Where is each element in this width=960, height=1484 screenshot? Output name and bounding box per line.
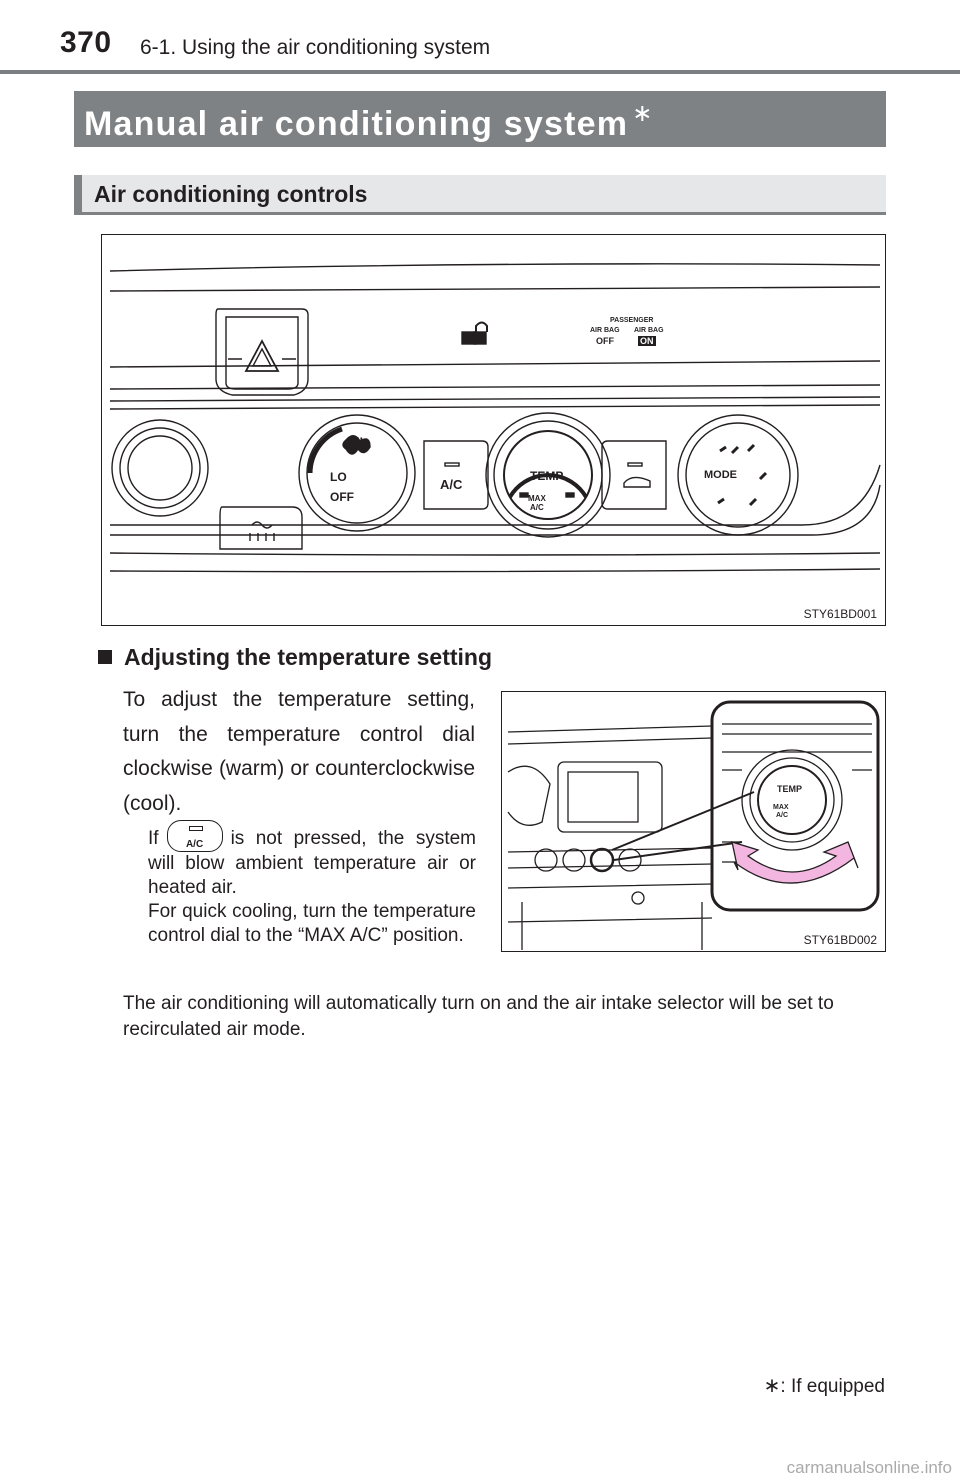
footnote-text: : If equipped [780, 1376, 885, 1397]
zoom-max-ac-label: A/C [776, 812, 789, 819]
subsection-heading: Adjusting the temperature setting [98, 644, 492, 671]
footnote: ∗: If equipped [764, 1373, 885, 1398]
zoom-temp-label: TEMP [777, 784, 803, 794]
subsection-heading-text: Adjusting the temperature setting [124, 644, 493, 670]
airbag-off-state: OFF [596, 336, 614, 346]
body-paragraph: To adjust the temperature setting, turn … [123, 688, 475, 815]
figure-code: STY61BD002 [803, 933, 877, 947]
zoom-max-label: MAX [773, 804, 789, 811]
note-after: is not pressed, the system will blow amb… [148, 828, 476, 898]
running-header: 6-1. Using the air conditioning system [140, 36, 491, 59]
footnote-marker: ∗ [763, 1375, 781, 1397]
airbag-off-label: AIR BAG [590, 327, 620, 334]
fan-off-label: OFF [330, 490, 354, 504]
recirculation-paragraph: The air conditioning will automatically … [123, 993, 834, 1040]
square-bullet-icon [98, 650, 112, 664]
fan-lo-label: LO [330, 470, 347, 484]
watermark: carmanualsonline.info [786, 1458, 952, 1477]
ac-button-label: A/C [440, 477, 463, 492]
note-before: If [148, 828, 159, 849]
ac-button-icon: A/C [166, 820, 223, 852]
page-title-text: Manual air conditioning system [84, 105, 629, 143]
page-title: Manual air conditioning system∗ [74, 91, 886, 147]
header-rule [0, 70, 960, 74]
temp-dial-label: TEMP [530, 469, 564, 483]
ac-button-icon-label: A/C [185, 839, 204, 850]
page-number: 370 [60, 26, 112, 59]
passenger-label: PASSENGER [610, 317, 654, 324]
temperature-dial-illustration: TEMP MAX A/C STY61BD002 [501, 691, 886, 952]
mode-dial-label: MODE [704, 469, 737, 481]
control-panel-illustration: PASSENGER AIR BAG OFF AIR BAG ON HI LO O… [101, 234, 886, 626]
temp-max-label: MAX [528, 494, 546, 503]
fan-hi-label: HI [351, 435, 363, 449]
airbag-on-label: AIR BAG [634, 327, 664, 334]
note-quick-cooling: For quick cooling, turn the temperature … [148, 901, 476, 946]
section-heading: Air conditioning controls [74, 175, 886, 215]
airbag-on-state: ON [638, 336, 656, 346]
equipped-marker: ∗ [632, 100, 654, 127]
temp-max-ac-label: A/C [530, 503, 544, 512]
figure-code: STY61BD001 [803, 607, 877, 621]
